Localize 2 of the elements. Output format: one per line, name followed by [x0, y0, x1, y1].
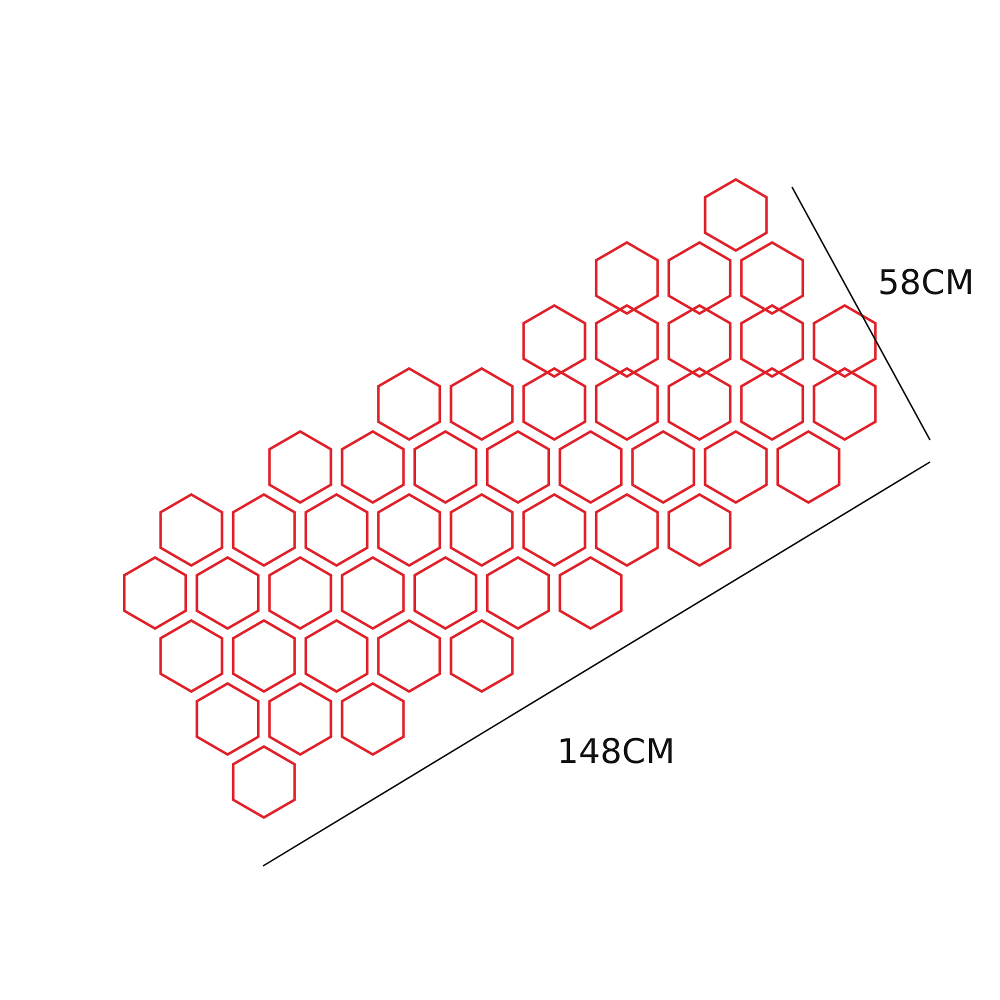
dimension-label: 58CM — [878, 263, 974, 303]
dimension-label: 148CM — [557, 732, 675, 772]
